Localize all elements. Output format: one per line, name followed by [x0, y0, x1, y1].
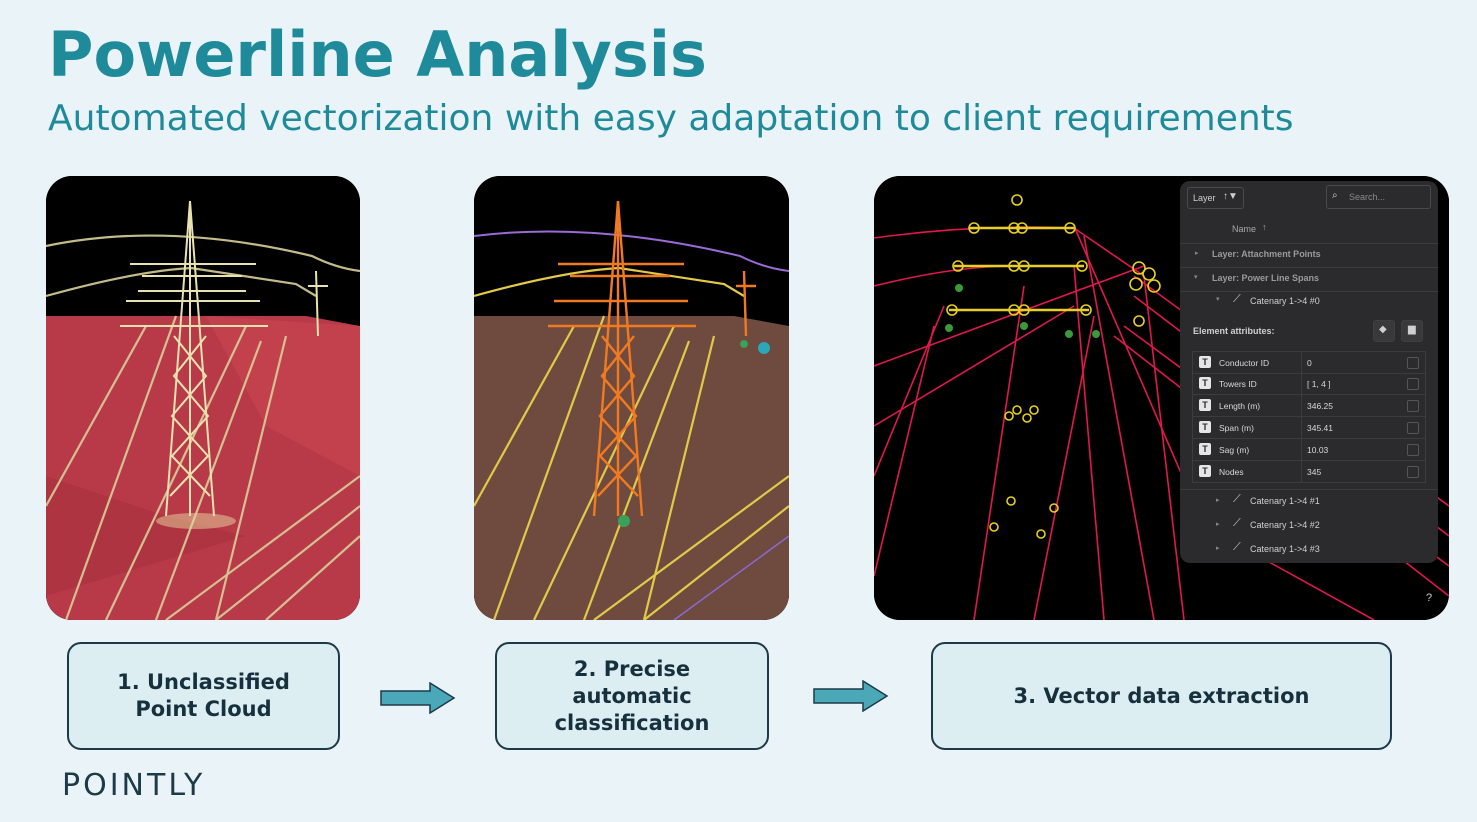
tree-item-label: Catenary 1->4 #2	[1250, 520, 1320, 530]
text-type-icon: T	[1199, 465, 1211, 477]
sort-filter-icon: ↑▼	[1223, 191, 1238, 202]
step-vector-extraction: 3. Vector data extraction	[931, 642, 1392, 750]
attributes-label: Element attributes:	[1193, 326, 1275, 336]
name-header-label: Name	[1232, 224, 1257, 234]
group-label: Layer: Attachment Points	[1212, 249, 1321, 259]
step-precise-classification: 2. Precise automatic classification	[495, 642, 769, 750]
classified-point-cloud-image	[474, 176, 789, 620]
text-type-icon: T	[1199, 443, 1211, 455]
attribute-checkbox[interactable]	[1407, 400, 1419, 412]
attribute-value[interactable]: 345	[1307, 467, 1322, 477]
attribute-name: Towers ID	[1219, 379, 1257, 389]
sort-icon: ↑	[1262, 222, 1267, 232]
arrow-right-icon	[380, 682, 456, 714]
attribute-value[interactable]: [ 1, 4 ]	[1307, 379, 1331, 389]
line-icon: ⟋	[1233, 293, 1241, 305]
attribute-checkbox[interactable]	[1407, 466, 1419, 478]
text-type-icon: T	[1199, 356, 1211, 368]
trash-icon: ▆	[1408, 324, 1416, 335]
page-subtitle: Automated vectorization with easy adapta…	[48, 98, 1294, 139]
attribute-checkbox[interactable]	[1407, 357, 1419, 369]
attribute-name: Length (m)	[1219, 401, 1261, 411]
attribute-name: Sag (m)	[1219, 445, 1250, 455]
tree-group-power-line-spans[interactable]: ▾ Layer: Power Line Spans	[1180, 267, 1438, 292]
chevron-right-icon: ▸	[1216, 545, 1220, 552]
name-column-header[interactable]: Name ↑	[1180, 219, 1438, 244]
search-placeholder: Search...	[1349, 192, 1386, 202]
tree-group-attachment-points[interactable]: ▸ Layer: Attachment Points	[1180, 243, 1438, 268]
attribute-value[interactable]: 0	[1307, 358, 1312, 368]
attribute-name: Nodes	[1219, 467, 1244, 477]
tree-item-expanded[interactable]: ▾ ⟋ Catenary 1->4 #0	[1180, 291, 1438, 313]
eraser-icon: ◆	[1379, 324, 1387, 335]
search-icon: ⌕	[1332, 190, 1338, 201]
tree-item-label: Catenary 1->4 #3	[1250, 544, 1320, 554]
tree-item[interactable]: ▸ ⟋ Catenary 1->4 #3	[1180, 539, 1438, 561]
text-type-icon: T	[1199, 399, 1211, 411]
layer-button-label: Layer	[1193, 193, 1216, 203]
attribute-value[interactable]: 345.41	[1307, 423, 1333, 433]
attribute-checkbox[interactable]	[1407, 444, 1419, 456]
chevron-right-icon: ▸	[1216, 497, 1220, 504]
attribute-row: T Length (m) 346.25	[1193, 394, 1425, 417]
search-input[interactable]: ⌕ Search...	[1326, 185, 1431, 209]
line-icon: ⟋	[1233, 493, 1241, 505]
tree-item-label: Catenary 1->4 #0	[1250, 296, 1320, 306]
chevron-down-icon: ▾	[1216, 296, 1220, 303]
attribute-row: T Towers ID [ 1, 4 ]	[1193, 373, 1425, 395]
text-type-icon: T	[1199, 421, 1211, 433]
eraser-button[interactable]: ◆	[1373, 320, 1395, 342]
attribute-row: T Span (m) 345.41	[1193, 416, 1425, 439]
unclassified-point-cloud-image	[46, 176, 360, 620]
layer-sort-button[interactable]: Layer ↑▼	[1187, 187, 1244, 209]
attribute-name: Span (m)	[1219, 423, 1254, 433]
line-icon: ⟋	[1233, 517, 1241, 529]
page-title: Powerline Analysis	[48, 18, 707, 91]
text-type-icon: T	[1199, 377, 1211, 389]
arrow-right-icon	[813, 680, 889, 712]
tree-item[interactable]: ▸ ⟋ Catenary 1->4 #1	[1180, 491, 1438, 513]
attribute-row: T Nodes 345	[1193, 460, 1425, 482]
delete-button[interactable]: ▆	[1401, 320, 1423, 342]
attribute-value[interactable]: 10.03	[1307, 445, 1329, 455]
chevron-right-icon: ▸	[1216, 521, 1220, 528]
attribute-row: T Conductor ID 0	[1193, 352, 1425, 374]
chevron-right-icon: ▸	[1195, 250, 1199, 257]
group-label: Layer: Power Line Spans	[1212, 273, 1320, 283]
step-unclassified-point-cloud: 1. Unclassified Point Cloud	[67, 642, 340, 750]
attribute-name: Conductor ID	[1219, 358, 1270, 368]
attribute-checkbox[interactable]	[1407, 422, 1419, 434]
attribute-row: T Sag (m) 10.03	[1193, 438, 1425, 461]
layer-panel: Layer ↑▼ ⌕ Search... Name ↑ ▸ Layer: Att…	[1180, 181, 1438, 563]
attributes-table: T Conductor ID 0 T Towers ID [ 1, 4 ] T …	[1192, 351, 1426, 483]
chevron-down-icon: ▾	[1194, 274, 1198, 281]
tree-item[interactable]: ▸ ⟋ Catenary 1->4 #2	[1180, 515, 1438, 537]
line-icon: ⟋	[1233, 541, 1241, 553]
attribute-value[interactable]: 346.25	[1307, 401, 1333, 411]
tree-item-label: Catenary 1->4 #1	[1250, 496, 1320, 506]
attribute-checkbox[interactable]	[1407, 378, 1419, 390]
pointly-logo: POINTLY	[62, 768, 206, 803]
help-icon[interactable]: ?	[1426, 592, 1433, 604]
